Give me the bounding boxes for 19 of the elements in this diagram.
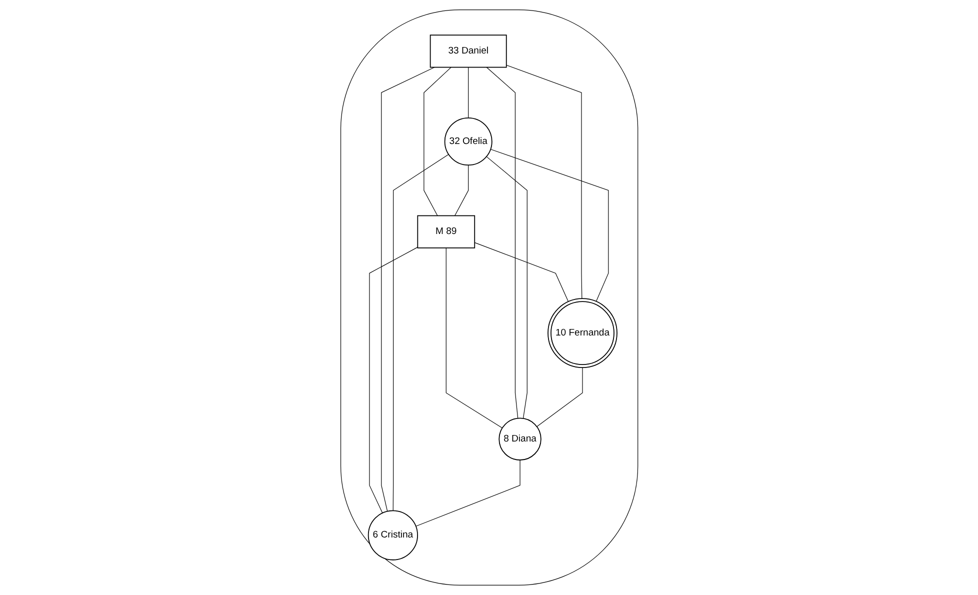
connector — [490, 148, 608, 302]
node-box — [430, 34, 506, 68]
connector — [368, 246, 418, 514]
node-circle — [547, 298, 618, 368]
node-circle — [444, 118, 492, 166]
node-box — [416, 215, 475, 248]
node-circle — [498, 418, 542, 460]
connector — [536, 367, 582, 427]
connector — [454, 164, 468, 216]
connector — [380, 67, 435, 512]
connector — [506, 64, 582, 299]
connector — [474, 242, 568, 302]
connector — [486, 67, 518, 419]
connector — [446, 248, 502, 428]
connector — [486, 156, 528, 419]
connector — [423, 67, 452, 216]
connector — [415, 460, 520, 527]
node-circle — [368, 510, 418, 560]
connector — [392, 154, 449, 511]
